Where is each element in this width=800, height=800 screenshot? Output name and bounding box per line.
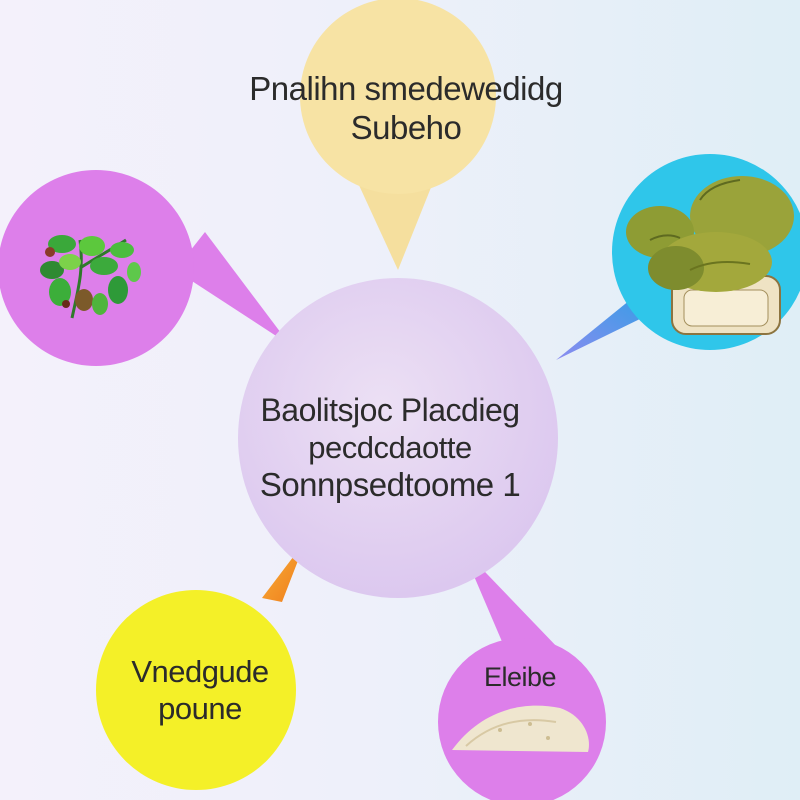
connector-top-left: [175, 232, 290, 345]
bottom-right-line-1: Eleibe: [483, 662, 557, 692]
herb-plant-icon: [40, 235, 141, 319]
center-line-1: Baolitsjoc Placdieg: [260, 392, 520, 428]
center-bubble-label: Baolitsjoc Placdieg pecdcdaotte Sonnpsed…: [220, 392, 560, 505]
bottom-right-bubble-label: Eleibe: [460, 662, 580, 694]
center-line-2: pecdcdaotte: [308, 429, 472, 465]
bottom-left-bubble-label: Vnedgude poune: [90, 654, 310, 727]
top-bubble-line-2: Subeho: [350, 108, 462, 146]
top-bubble-label: Pnalihn smedewedidg Subeho: [196, 70, 616, 148]
bottom-left-line-2: poune: [158, 690, 242, 726]
center-bubble: [238, 278, 558, 598]
powder-pile-icon: [452, 705, 589, 752]
bottom-left-bubble: [96, 590, 296, 790]
center-line-3: Sonnpsedtoome 1: [259, 466, 521, 504]
connector-top: [352, 170, 438, 270]
top-bubble-line-1: Pnalihn smedewedidg: [249, 70, 563, 107]
bottom-left-line-1: Vnedgude: [131, 654, 269, 689]
mushroom-bread-icon: [626, 176, 794, 335]
connector-bottom-right: [462, 548, 560, 665]
top-bubble: [300, 0, 496, 194]
connector-top-right: [556, 300, 642, 360]
